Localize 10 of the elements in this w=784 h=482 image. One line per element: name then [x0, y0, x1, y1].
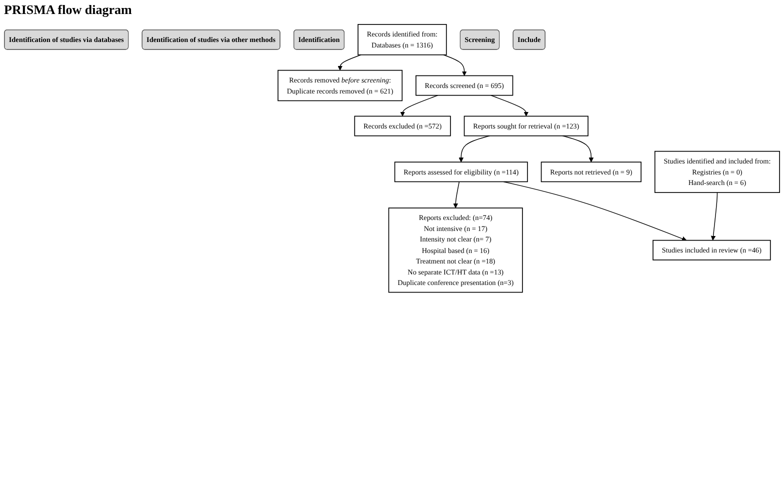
- arrow: [338, 54, 362, 71]
- arrow: [458, 135, 490, 162]
- diagram-title: PRISMA flow diagram: [4, 2, 133, 18]
- arrow: [443, 54, 467, 76]
- arrow: [503, 181, 687, 241]
- arrow: [562, 135, 594, 162]
- arrow: [400, 94, 438, 116]
- arrow: [710, 192, 718, 241]
- arrow: [453, 181, 460, 208]
- arrow: [490, 94, 529, 116]
